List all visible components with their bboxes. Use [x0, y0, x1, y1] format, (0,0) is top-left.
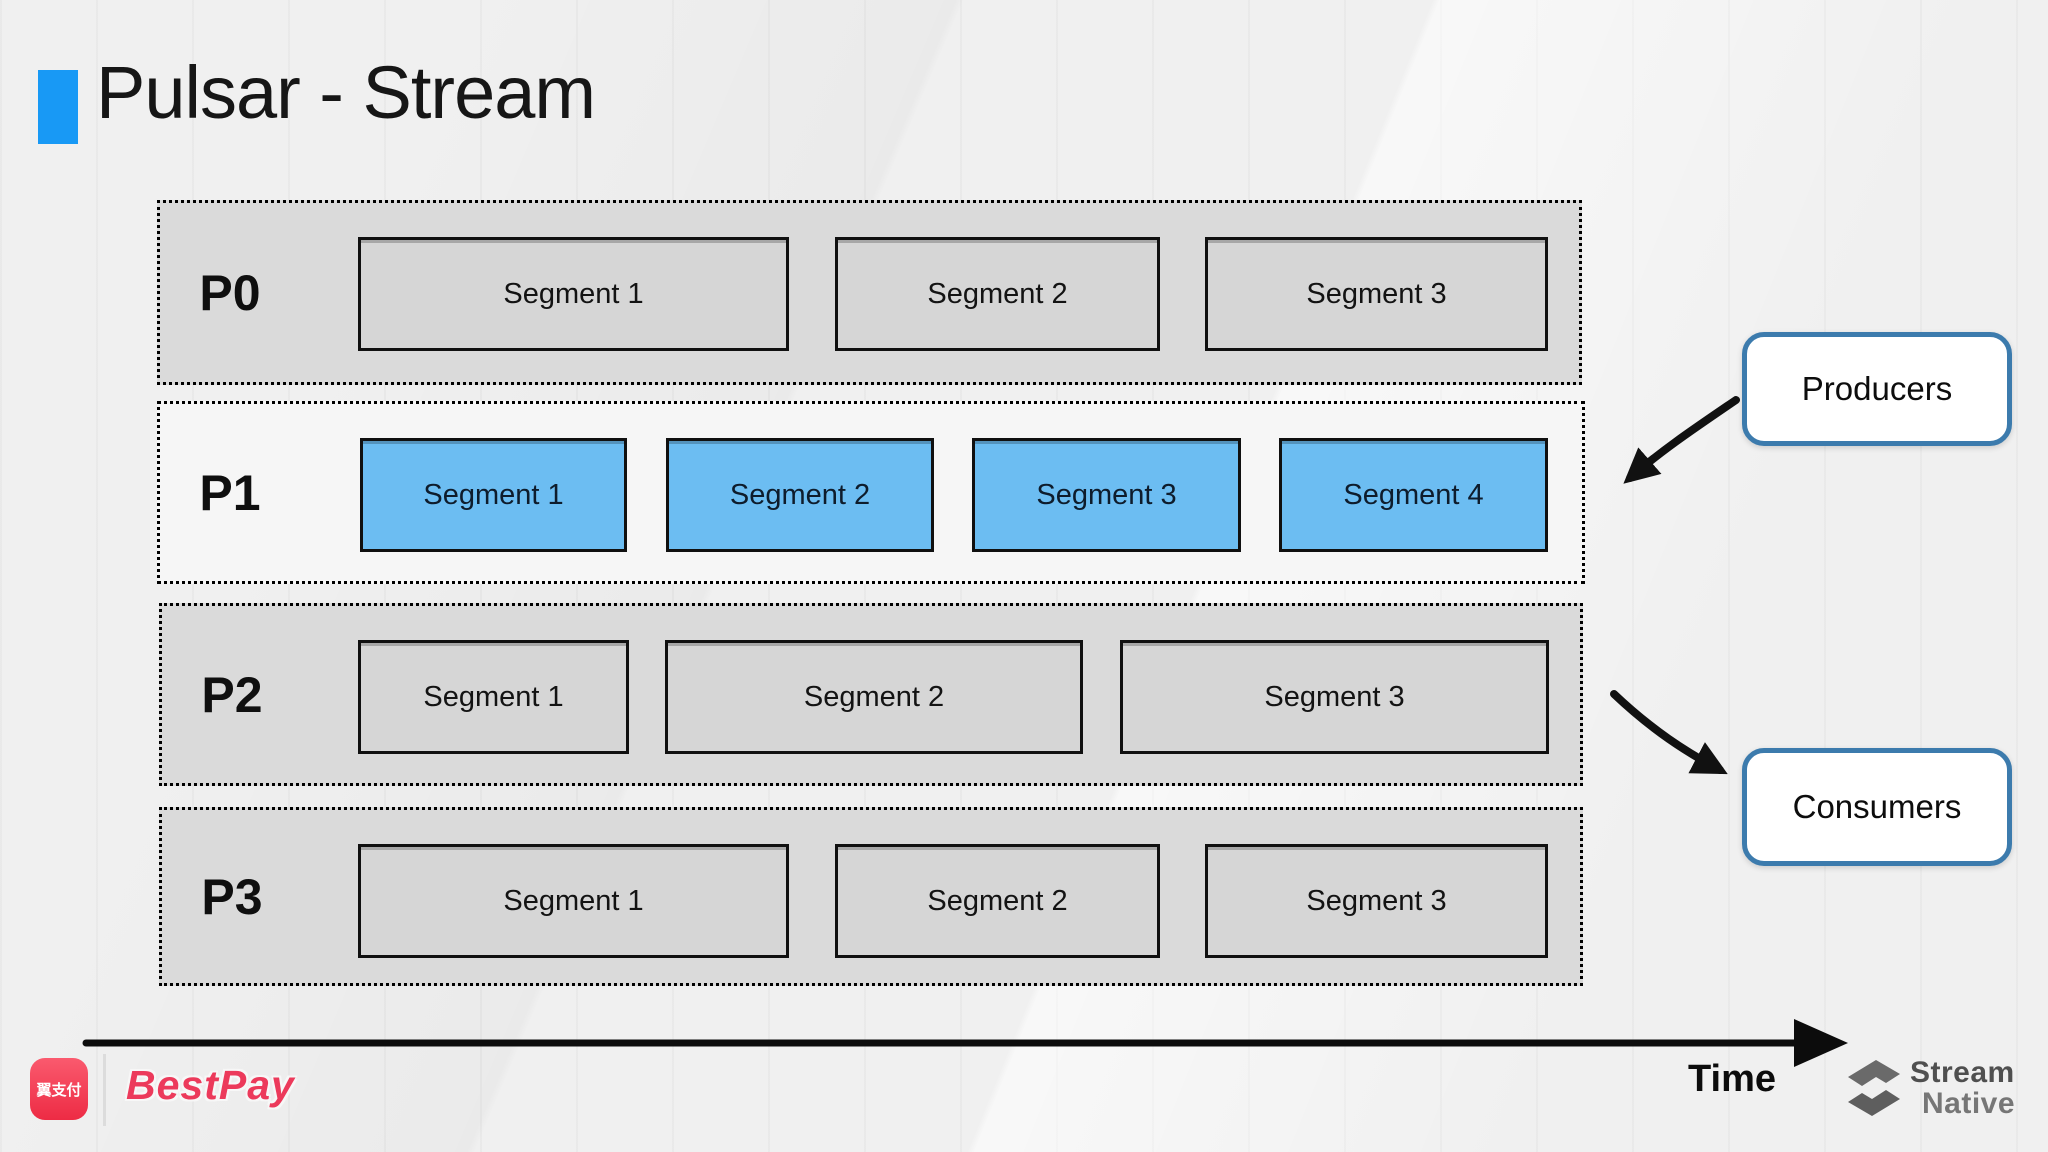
streamnative-s-icon	[1848, 1060, 1900, 1116]
partition-label: P0	[199, 264, 261, 321]
consumers-callout: Consumers	[1742, 748, 2012, 866]
footer-divider	[103, 1054, 106, 1126]
segment-box-highlighted: Segment 1	[360, 438, 627, 552]
segment-box: Segment 1	[358, 844, 789, 958]
segment-box-highlighted: Segment 2	[666, 438, 934, 552]
streamnative-wordmark: Stream Native	[1910, 1057, 2015, 1119]
segment-box-highlighted: Segment 4	[1279, 438, 1548, 552]
segment-box: Segment 2	[835, 844, 1160, 958]
partition-row-p2: P2 Segment 1 Segment 2 Segment 3	[159, 603, 1583, 786]
segment-box-highlighted: Segment 3	[972, 438, 1241, 552]
slide-title: Pulsar - Stream	[96, 51, 596, 134]
partition-row-p0: P0 Segment 1 Segment 2 Segment 3	[157, 200, 1582, 385]
segment-box: Segment 3	[1205, 844, 1548, 958]
partition-label: P3	[201, 868, 263, 925]
bestpay-icon-text: 翼支付	[36, 1081, 82, 1099]
time-axis-label: Time	[1688, 1058, 1777, 1100]
streamnative-wordmark-line2: Native	[1922, 1087, 2016, 1120]
title-accent-bar	[38, 70, 78, 144]
streamnative-logo: Stream Native	[1842, 1048, 2015, 1128]
segment-box: Segment 2	[835, 237, 1160, 351]
producers-callout: Producers	[1742, 332, 2012, 446]
bestpay-wordmark: BestPay	[126, 1062, 295, 1108]
segment-box: Segment 2	[665, 640, 1083, 754]
segment-box: Segment 3	[1205, 237, 1548, 351]
streamnative-wordmark-line1: Stream	[1910, 1056, 2015, 1089]
partition-row-p3: P3 Segment 1 Segment 2 Segment 3	[159, 807, 1583, 986]
segment-box: Segment 3	[1120, 640, 1549, 754]
segment-box: Segment 1	[358, 237, 789, 351]
partition-row-p1: P1 Segment 1 Segment 2 Segment 3 Segment…	[157, 401, 1585, 584]
bestpay-app-icon: 翼支付	[30, 1058, 88, 1120]
partition-label: P1	[199, 464, 261, 521]
segment-box: Segment 1	[358, 640, 629, 754]
partition-label: P2	[201, 666, 263, 723]
